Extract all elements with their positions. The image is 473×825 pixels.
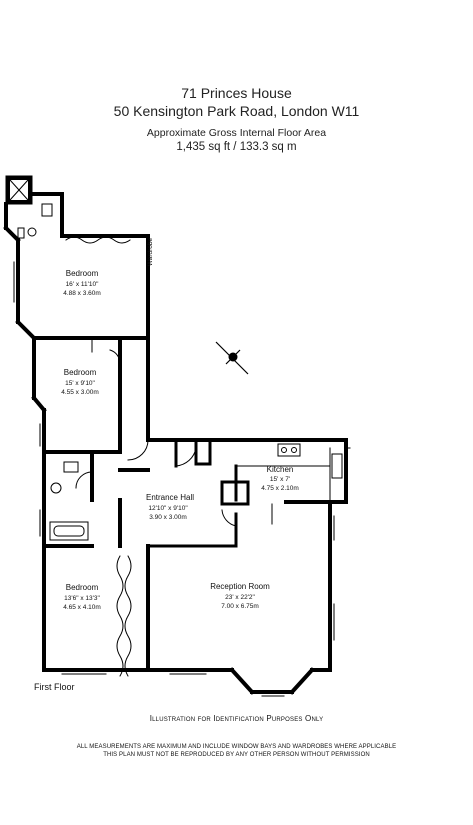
room-name: Bedroom bbox=[64, 368, 97, 377]
kitchen-walls bbox=[235, 438, 351, 504]
room-metric: 4.65 x 4.10m bbox=[63, 604, 101, 611]
floor-area-value: 1,435 sq ft / 133.3 sq m bbox=[176, 141, 297, 153]
floor-area-label: Approximate Gross Internal Floor Area bbox=[146, 127, 327, 139]
compass-icon bbox=[215, 341, 249, 375]
bottom-bedroom-walls bbox=[42, 544, 150, 677]
floor-label: First Floor bbox=[34, 682, 75, 692]
top-bedroom-walls bbox=[13, 234, 150, 353]
room-metric: 4.88 x 3.60m bbox=[63, 290, 101, 297]
room-label-bedroom-1: Bedroom 16' x 11'10" 4.88 x 3.60m bbox=[63, 269, 101, 297]
room-metric: 4.75 x 2.10m bbox=[261, 485, 299, 492]
room-metric: 7.00 x 6.75m bbox=[221, 603, 259, 610]
room-metric: 4.55 x 3.00m bbox=[61, 389, 99, 396]
room-imperial: 16' x 11'10" bbox=[66, 281, 100, 288]
room-imperial: 12'10" x 9'10" bbox=[148, 505, 188, 512]
top-bathroom-walls bbox=[3, 175, 64, 243]
wardrobe-label: Wardrobe bbox=[147, 237, 154, 266]
disclaimer-line-2: THIS PLAN MUST NOT BE REPRODUCED BY ANY … bbox=[103, 752, 370, 758]
room-name: Bedroom bbox=[66, 583, 99, 592]
address-line-1: 71 Princes House bbox=[181, 85, 292, 101]
room-name: Entrance Hall bbox=[146, 493, 194, 502]
room-label-kitchen: Kitchen 15' x 7' 4.75 x 2.10m bbox=[261, 465, 299, 492]
room-label-bedroom-3: Bedroom 13'6" x 13'3" 4.65 x 4.10m bbox=[63, 583, 101, 611]
illustration-note: Illustration for Identification Purposes… bbox=[149, 714, 324, 723]
room-name: Bedroom bbox=[66, 269, 99, 278]
room-label-bedroom-2: Bedroom 15' x 9'10" 4.55 x 3.00m bbox=[61, 368, 99, 396]
entrance-hall-walls bbox=[118, 328, 348, 548]
address-line-2: 50 Kensington Park Road, London W11 bbox=[113, 103, 360, 119]
reception-room-walls bbox=[146, 500, 335, 697]
room-imperial: 15' x 9'10" bbox=[65, 380, 95, 387]
middle-bedroom-walls bbox=[31, 336, 122, 454]
room-imperial: 13'6" x 13'3" bbox=[64, 595, 100, 602]
room-label-entrance-hall: Entrance Hall 12'10" x 9'10" 3.90 x 3.00… bbox=[146, 493, 194, 521]
room-imperial: 23' x 22'2" bbox=[225, 594, 255, 601]
room-name: Kitchen bbox=[267, 465, 294, 474]
disclaimer-line-1: ALL MEASUREMENTS ARE MAXIMUM AND INCLUDE… bbox=[76, 744, 397, 750]
bathroom-walls bbox=[39, 450, 94, 548]
room-imperial: 15' x 7' bbox=[270, 476, 290, 483]
room-name: Reception Room bbox=[210, 582, 270, 591]
room-metric: 3.90 x 3.00m bbox=[149, 514, 187, 521]
room-label-reception: Reception Room 23' x 22'2" 7.00 x 6.75m bbox=[210, 582, 270, 610]
